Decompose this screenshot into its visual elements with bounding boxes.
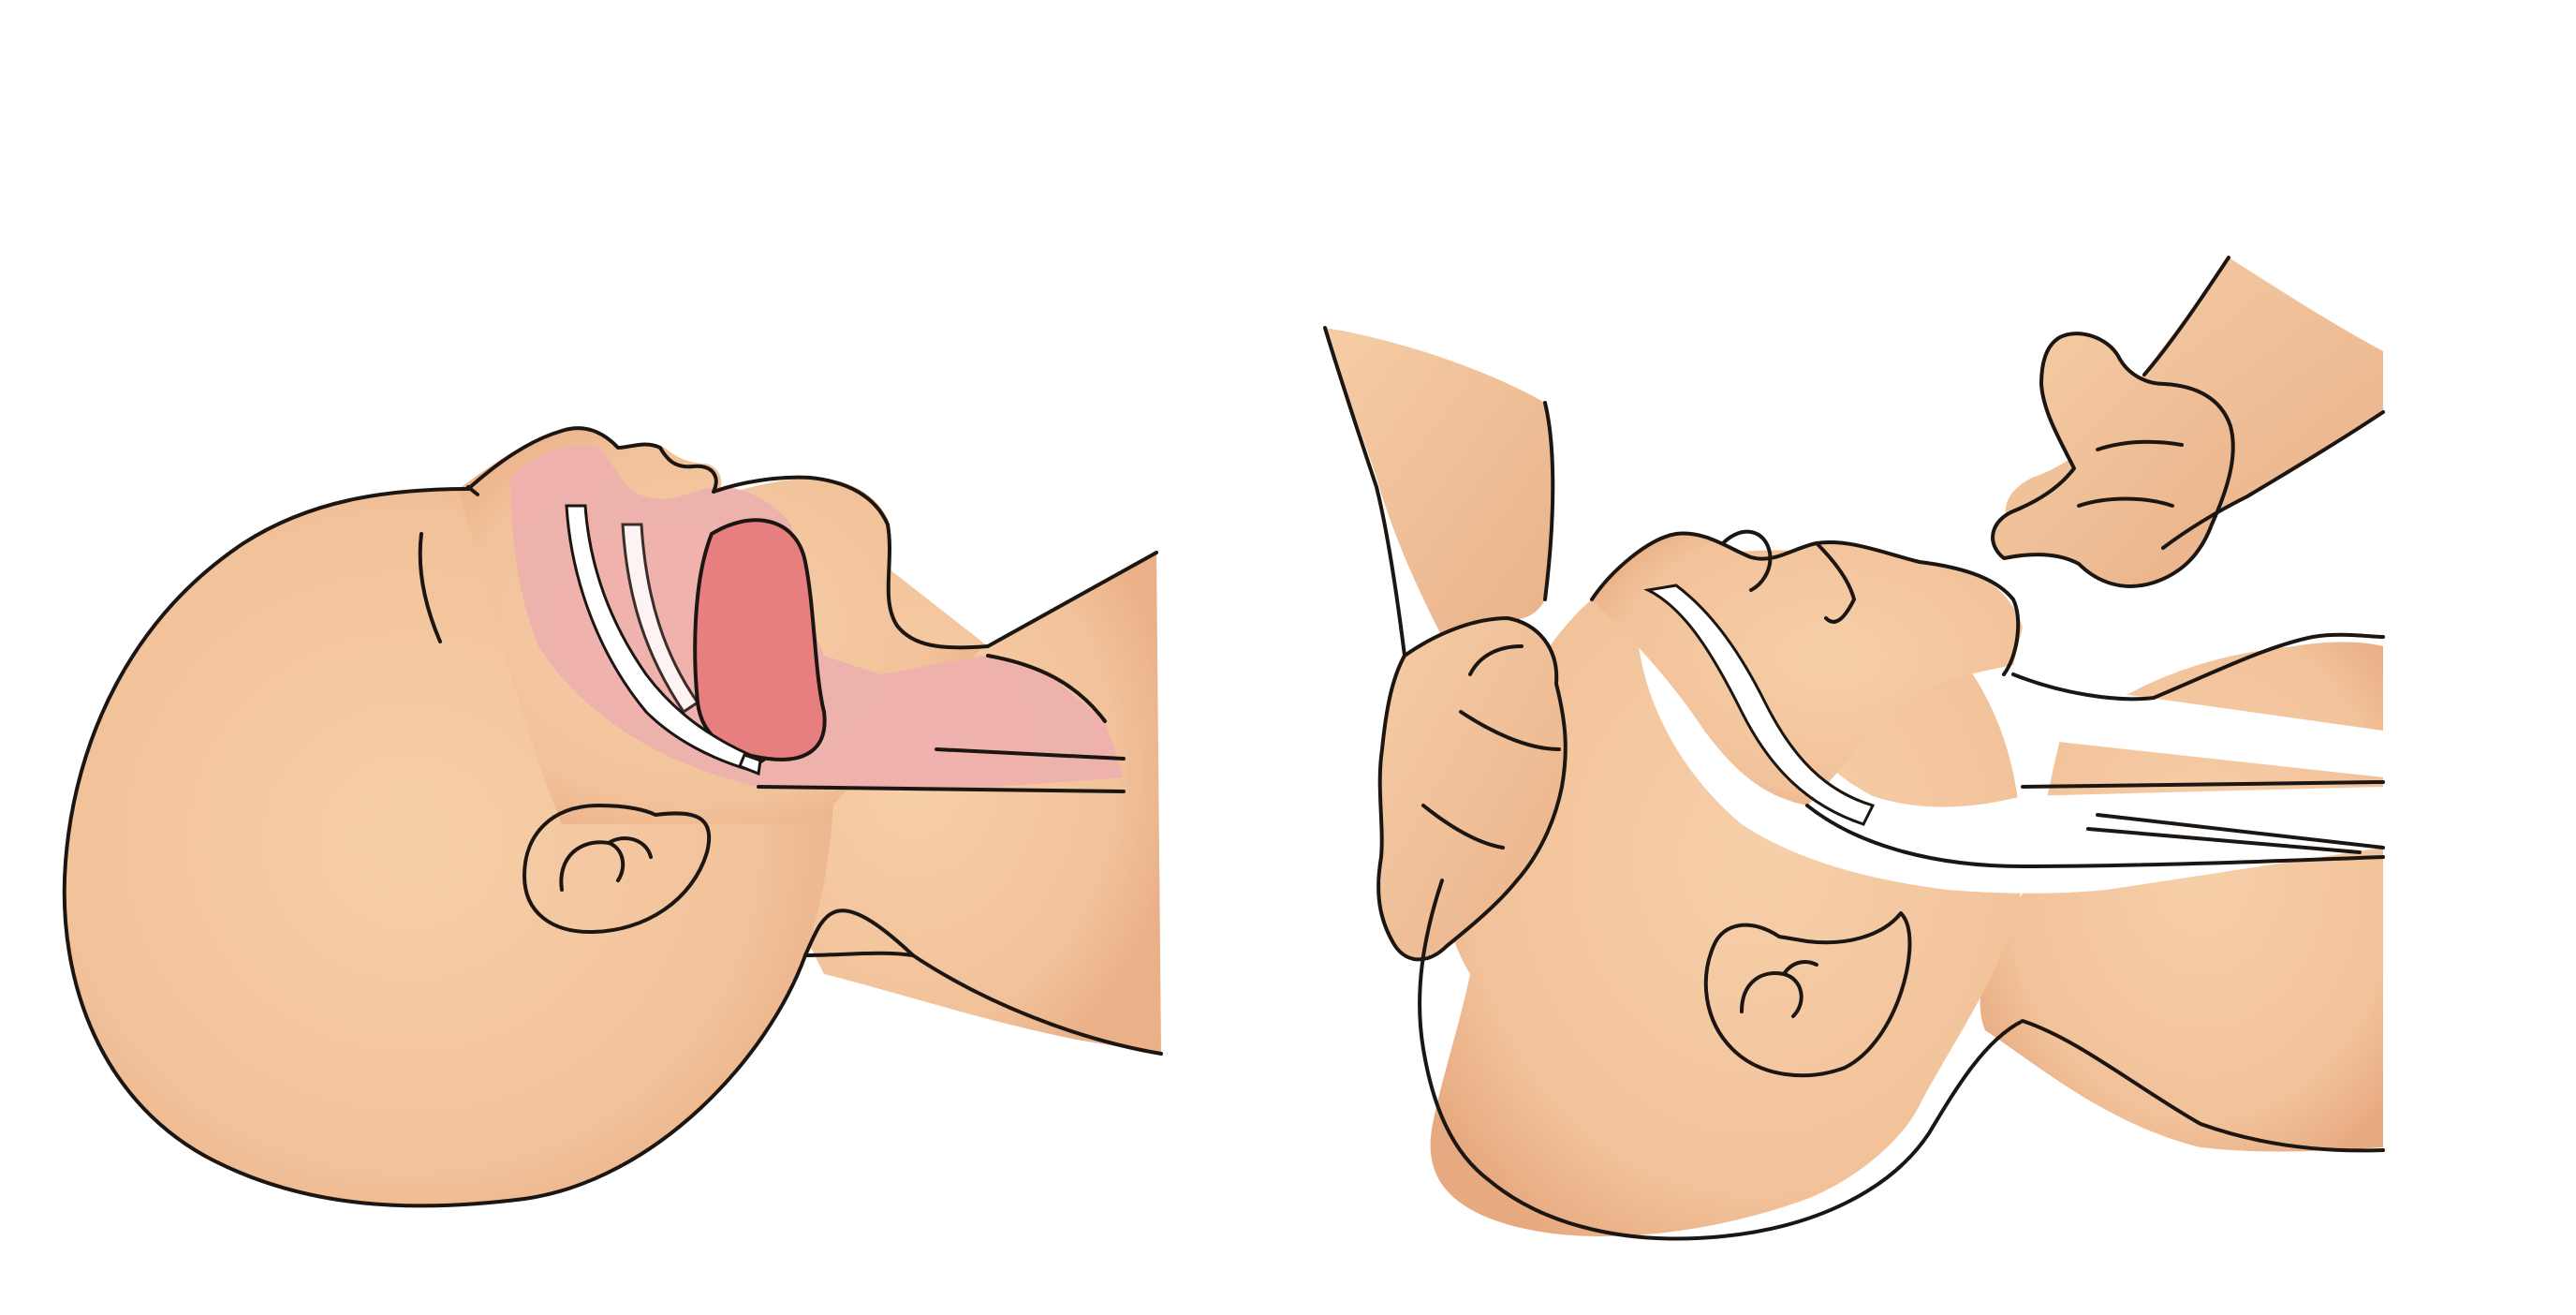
left-face-outline: [466, 426, 1158, 650]
left-neck-line: [935, 747, 1126, 761]
right-neck-white: [1638, 581, 2383, 894]
right-right-arm-outline: [2142, 256, 2385, 550]
right-nose-outline: [1721, 529, 1773, 592]
left-tongue: [693, 518, 827, 761]
left-head-outline: [62, 487, 1163, 1208]
right-shoulder: [1980, 642, 2383, 1152]
right-panel: [1323, 256, 2385, 1241]
left-ear-icon: [523, 804, 712, 934]
right-ear-inner: [1740, 960, 1818, 1018]
left-trachea-tip: [738, 753, 762, 776]
left-shoulder-line: [986, 654, 1107, 723]
left-brow-tick: [466, 485, 479, 496]
right-airway-channel: [1643, 584, 1876, 826]
right-face: [1592, 533, 2023, 805]
left-airway-channel-2: [621, 523, 700, 715]
left-neck-outline-lower: [803, 951, 915, 957]
left-airway-channel-1: [565, 504, 767, 772]
right-ear-outline: [1703, 911, 1912, 1078]
right-shoulder-outline: [2011, 632, 2385, 702]
right-lip-outline: [1815, 541, 1856, 624]
right-chin-hand-outline: [1991, 332, 2235, 588]
right-forehead-hand-outline: [1376, 616, 1568, 962]
right-neck-white-2: [2041, 693, 2383, 777]
right-left-arm-outline: [1323, 326, 1555, 658]
right-neck-line-2: [2086, 813, 2385, 854]
left-jaw-line: [757, 785, 1126, 793]
left-eye: [418, 532, 442, 643]
right-neck-line-3: [2021, 780, 2385, 789]
right-head-outline: [1418, 879, 2385, 1241]
left-panel: [62, 426, 1163, 1208]
right-neck-outline: [1805, 804, 2385, 868]
right-chin-hand: [1992, 333, 2232, 584]
right-left-arm: [1325, 328, 1554, 637]
